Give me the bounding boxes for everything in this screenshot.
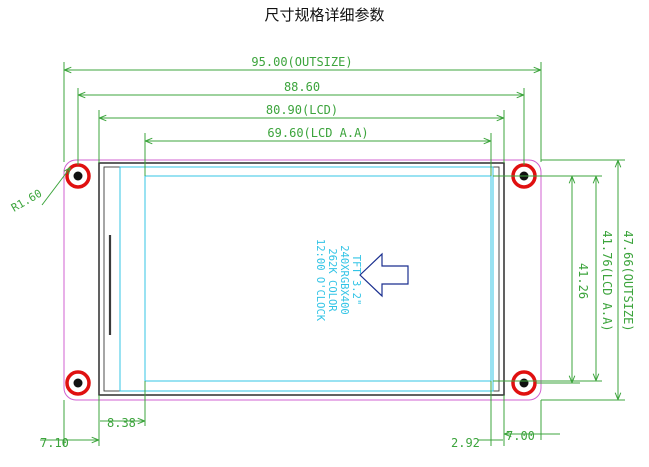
dim-left-active: 8.38	[107, 416, 136, 430]
radius-leader	[41, 168, 70, 206]
dim-outsize-width: 95.00(OUTSIZE)	[251, 55, 352, 69]
display-color: 262K COLOR	[326, 248, 338, 312]
orientation-arrow-icon	[359, 252, 409, 298]
dim-hole-spacing: 41.26	[576, 263, 590, 299]
dim-outsize-height: 47.66(OUTSIZE)	[621, 230, 635, 331]
dim-corner-radius: R1.60	[9, 187, 44, 215]
lcd-frame	[98, 162, 505, 396]
dim-lcd-width: 80.90(LCD)	[266, 103, 338, 117]
dim-active-height: 41.76(LCD A.A)	[600, 230, 614, 331]
lcd-glass	[103, 166, 500, 392]
dim-right-active: 2.92	[451, 436, 480, 450]
board-outline	[63, 159, 542, 401]
lcd-outline	[119, 166, 494, 392]
dim-left-edge: 7.10	[40, 436, 69, 450]
dim-active-width: 69.60(LCD A.A)	[267, 126, 368, 140]
display-orientation: 12:00 O'CLOCK	[314, 239, 326, 322]
mounting-hole-bottom-right	[511, 370, 537, 396]
dim-right-edge: 7.00	[506, 429, 535, 443]
dim-pcb-width: 88.60	[284, 80, 320, 94]
display-resolution: 240XRGBX400	[338, 245, 350, 315]
active-area	[144, 175, 492, 382]
mounting-hole-bottom-left	[65, 370, 91, 396]
page-title: 尺寸规格详细参数	[264, 6, 385, 24]
display-type: TFT 3.2"	[350, 255, 362, 306]
